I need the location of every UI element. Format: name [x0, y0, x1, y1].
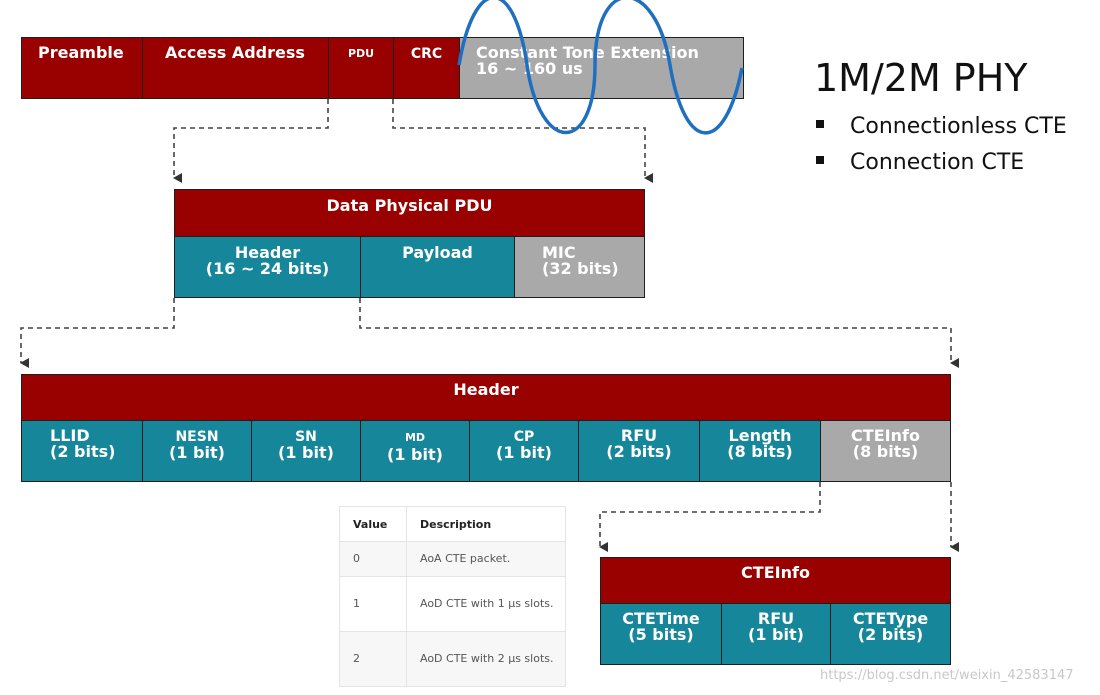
- table-row: 0 AoA CTE packet.: [339, 541, 566, 577]
- pdu-field: PDU: [328, 37, 394, 99]
- cteinfo-field-bits: (5 bits): [628, 625, 694, 644]
- access-address-label: Access Address: [165, 43, 305, 62]
- cteinfo-title-label: CTEInfo: [741, 563, 810, 582]
- pdu-header-bits: (16 ~ 24 bits): [205, 259, 330, 278]
- header-field-name: Length: [728, 426, 792, 445]
- header-field-sn: SN (1 bit): [251, 420, 361, 482]
- pdu-header-label: Header: [234, 243, 301, 262]
- table-cell-value: 0: [339, 541, 407, 577]
- dashed-connector: [359, 298, 959, 368]
- preamble-label: Preamble: [38, 43, 124, 62]
- sine-wave-icon: [457, 0, 744, 135]
- header-field-bits: (1 bit): [278, 443, 334, 462]
- cteinfo-field-ctetime: CTETime (5 bits): [600, 603, 722, 665]
- crc-label: CRC: [410, 46, 443, 62]
- mic-label: MIC: [542, 243, 576, 262]
- dashed-connector: [173, 99, 329, 183]
- bullet-icon: [816, 120, 824, 128]
- dashed-connector: [599, 482, 821, 552]
- cte-type-item: Connection CTE: [816, 148, 1067, 184]
- table-cell-description: AoD CTE with 2 µs slots.: [406, 631, 566, 687]
- cte-type-label: Connection CTE: [850, 150, 1025, 175]
- header-field-name: CTEInfo: [851, 426, 920, 445]
- header-field-name: MD: [404, 431, 426, 444]
- header-field-bits: (1 bit): [387, 445, 443, 464]
- table-cell-description: AoD CTE with 1 µs slots.: [406, 576, 566, 632]
- preamble-field: Preamble: [21, 37, 143, 99]
- header-field-name: NESN: [175, 429, 219, 445]
- cte-type-label: Connectionless CTE: [850, 114, 1067, 139]
- cte-type-item: Connectionless CTE: [816, 112, 1067, 148]
- table-row: 1 AoD CTE with 1 µs slots.: [339, 576, 566, 632]
- header-field-length: Length (8 bits): [699, 420, 821, 482]
- phy-title: 1M/2M PHY: [814, 56, 1028, 100]
- header-field-bits: (2 bits): [50, 442, 116, 461]
- payload-label: Payload: [402, 243, 473, 262]
- header-field-name: RFU: [620, 426, 658, 445]
- cteinfo-field-name: RFU: [757, 609, 795, 628]
- cteinfo-field-ctetype: CTEType (2 bits): [830, 603, 951, 665]
- table-cell-value: 1: [339, 576, 407, 632]
- header-field-md: MD (1 bit): [360, 420, 470, 482]
- cte-type-table: Value Description 0 AoA CTE packet. 1 Ao…: [339, 506, 566, 687]
- header-field-name: SN: [295, 429, 317, 445]
- mic-field: MIC (32 bits): [514, 236, 645, 298]
- header-field-llid: LLID (2 bits): [21, 420, 143, 482]
- header-field-bits: (8 bits): [727, 442, 793, 461]
- watermark: https://blog.csdn.net/weixin_42583147: [820, 668, 1074, 683]
- mic-bits: (32 bits): [542, 259, 619, 278]
- cteinfo-title: CTEInfo: [600, 557, 951, 604]
- header-field-rfu: RFU (2 bits): [578, 420, 700, 482]
- pdu-label: PDU: [347, 47, 375, 60]
- data-physical-pdu-label: Data Physical PDU: [326, 196, 493, 215]
- header-field-bits: (1 bit): [496, 443, 552, 462]
- cte-duration-label: 16 ~ 160 us: [476, 59, 583, 78]
- table-cell-value: 2: [339, 631, 407, 687]
- header-field-nesn: NESN (1 bit): [142, 420, 252, 482]
- dashed-connector: [20, 298, 175, 368]
- cteinfo-field-name: CTETime: [622, 609, 700, 628]
- cte-title-label: Constant Tone Extension: [476, 43, 699, 62]
- header-field-bits: (8 bits): [852, 442, 919, 461]
- bullet-icon: [816, 156, 824, 164]
- header-field-cteinfo: CTEInfo (8 bits): [820, 420, 951, 482]
- table-row: 2 AoD CTE with 2 µs slots.: [339, 631, 566, 687]
- header-field-bits: (2 bits): [606, 442, 672, 461]
- header-field-name: CP: [513, 429, 535, 445]
- constant-tone-extension-field: Constant Tone Extension 16 ~ 160 us: [459, 37, 744, 99]
- dashed-connector: [392, 99, 653, 183]
- access-address-field: Access Address: [142, 37, 329, 99]
- cteinfo-field-bits: (1 bit): [748, 625, 804, 644]
- payload-field: Payload: [360, 236, 515, 298]
- cteinfo-field-name: CTEType: [852, 609, 929, 628]
- cte-type-list: Connectionless CTE Connection CTE: [816, 112, 1067, 184]
- table-cell-description: AoA CTE packet.: [406, 541, 566, 577]
- header-title-label: Header: [453, 380, 519, 399]
- header-field-bits: (1 bit): [169, 443, 225, 462]
- header-field-name: LLID: [50, 426, 90, 445]
- header-field-cp: CP (1 bit): [469, 420, 579, 482]
- pdu-header-field: Header (16 ~ 24 bits): [174, 236, 361, 298]
- cteinfo-field-bits: (2 bits): [857, 625, 924, 644]
